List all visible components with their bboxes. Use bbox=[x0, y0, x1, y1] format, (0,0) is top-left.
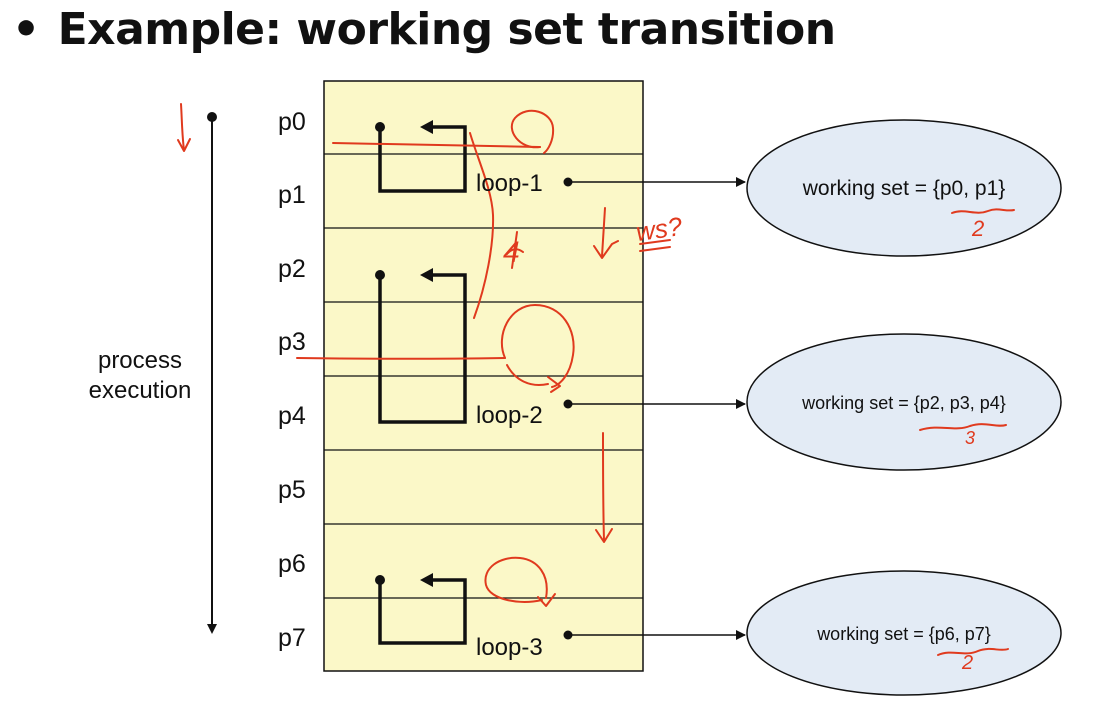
page-label-p1: p1 bbox=[278, 181, 306, 209]
execution-axis bbox=[207, 112, 217, 634]
axis-label-line-1: process bbox=[97, 347, 183, 374]
axis-label-line-2: execution bbox=[88, 377, 192, 404]
working-set-ellipse-3 bbox=[746, 570, 1062, 696]
ws1-size-note: 2 bbox=[972, 216, 985, 241]
working-set-ellipse-2 bbox=[746, 333, 1062, 471]
loop-3-label: loop-3 bbox=[476, 634, 543, 661]
page-label-p6: p6 bbox=[278, 550, 306, 578]
title-text: Example: working set transition bbox=[57, 4, 836, 55]
handwritten-annotations bbox=[177, 103, 1015, 656]
ws-question-note: ws? bbox=[634, 210, 685, 248]
process-execution-label: process execution bbox=[60, 346, 220, 406]
page-dividers bbox=[324, 153, 643, 599]
page-label-p4: p4 bbox=[278, 402, 306, 430]
ws3-size-note: 2 bbox=[962, 652, 974, 674]
loop-2-arrow bbox=[375, 268, 467, 424]
slide-title: • Example: working set transition bbox=[12, 4, 836, 55]
connector-2 bbox=[563, 399, 746, 409]
page-label-p0: p0 bbox=[278, 108, 306, 136]
connector-1 bbox=[563, 177, 746, 187]
title-bullet: • bbox=[12, 4, 40, 55]
loop-1-arrow bbox=[375, 120, 467, 193]
working-set-1-text: working set = {p0, p1} bbox=[802, 177, 1006, 200]
loop-3-arrow bbox=[375, 573, 467, 645]
working-set-3-text: working set = {p6, p7} bbox=[817, 624, 991, 644]
page-label-p3: p3 bbox=[278, 328, 306, 356]
page-label-p2: p2 bbox=[278, 255, 306, 283]
page-label-p7: p7 bbox=[278, 624, 306, 652]
count-note: 4 bbox=[503, 236, 520, 269]
loop-1-label: loop-1 bbox=[476, 170, 543, 197]
page-label-p5: p5 bbox=[278, 476, 306, 504]
connector-3 bbox=[563, 630, 746, 640]
ws2-size-note: 3 bbox=[965, 428, 976, 448]
working-set-2-text: working set = {p2, p3, p4} bbox=[802, 393, 1006, 413]
loop-2-label: loop-2 bbox=[476, 402, 543, 429]
working-set-ellipse-1 bbox=[746, 119, 1062, 257]
